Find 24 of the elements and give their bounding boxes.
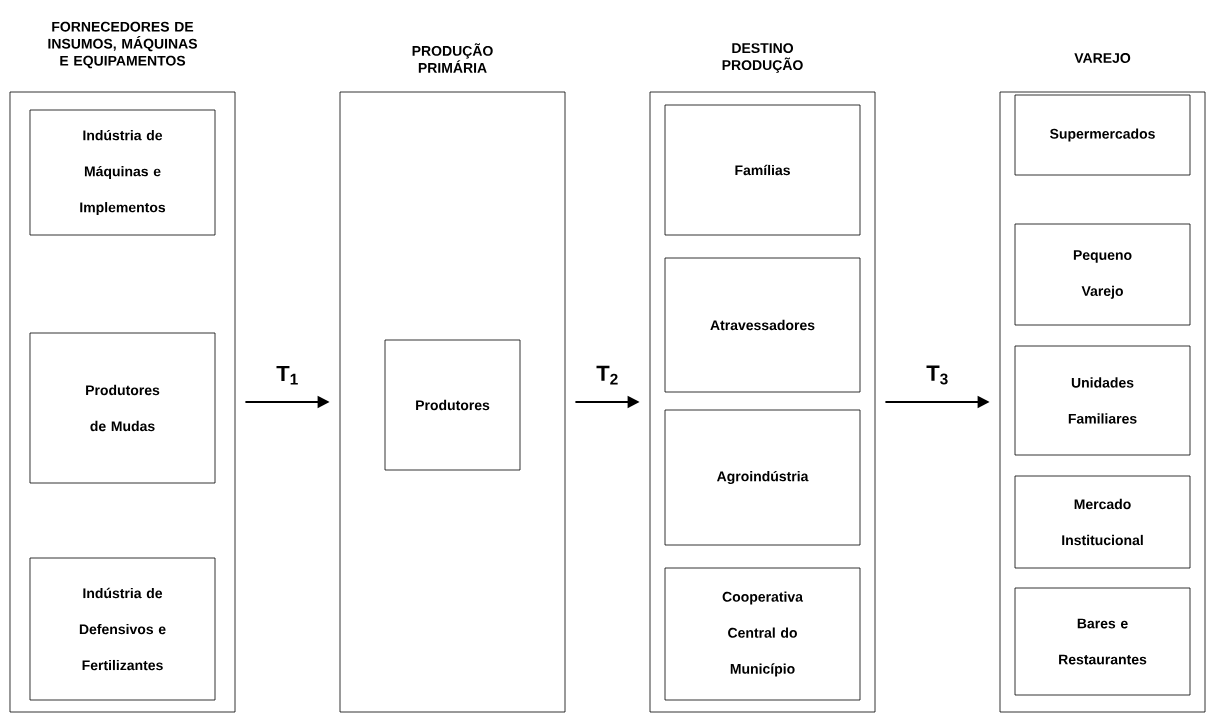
edge-label: T$_{1}$: [276, 365, 298, 385]
column-heading: PRODUÇÃO PRIMÁRIA: [412, 43, 493, 73]
category-box: Agroindústria: [664, 409, 861, 546]
category-box: Famílias: [664, 104, 861, 236]
category-box: Mercado Institucional: [1014, 475, 1191, 569]
column-box: [649, 43, 876, 713]
category-box: Bares e Restaurantes: [1014, 587, 1191, 696]
column-heading: FORNECEDORES DE INSUMOS, MÁQUINAS E EQUIPAMENTOS: [48, 21, 197, 69]
category-box: Produtores: [384, 339, 521, 471]
edge-label: T$_{2}$: [596, 365, 618, 385]
column-heading: DESTINO PRODUÇÃO: [722, 43, 803, 73]
column-box: [999, 53, 1206, 713]
column-box: [9, 21, 236, 713]
category-box: Atravessadores: [664, 257, 861, 393]
column-box: [339, 43, 566, 713]
category-box: Cooperativa Central do Município: [664, 567, 861, 701]
edge-label: T$_{3}$: [926, 365, 948, 385]
category-box: Indústria de Máquinas e Implementos: [29, 109, 216, 236]
category-box: Pequeno Varejo: [1014, 223, 1191, 326]
category-box: Indústria de Defensivos e Fertilizantes: [29, 557, 216, 701]
column-heading: VAREJO: [1074, 53, 1131, 63]
category-box: Produtores de Mudas: [29, 332, 216, 484]
category-box: Unidades Familiares: [1014, 345, 1191, 456]
category-box: Supermercados: [1014, 94, 1191, 176]
